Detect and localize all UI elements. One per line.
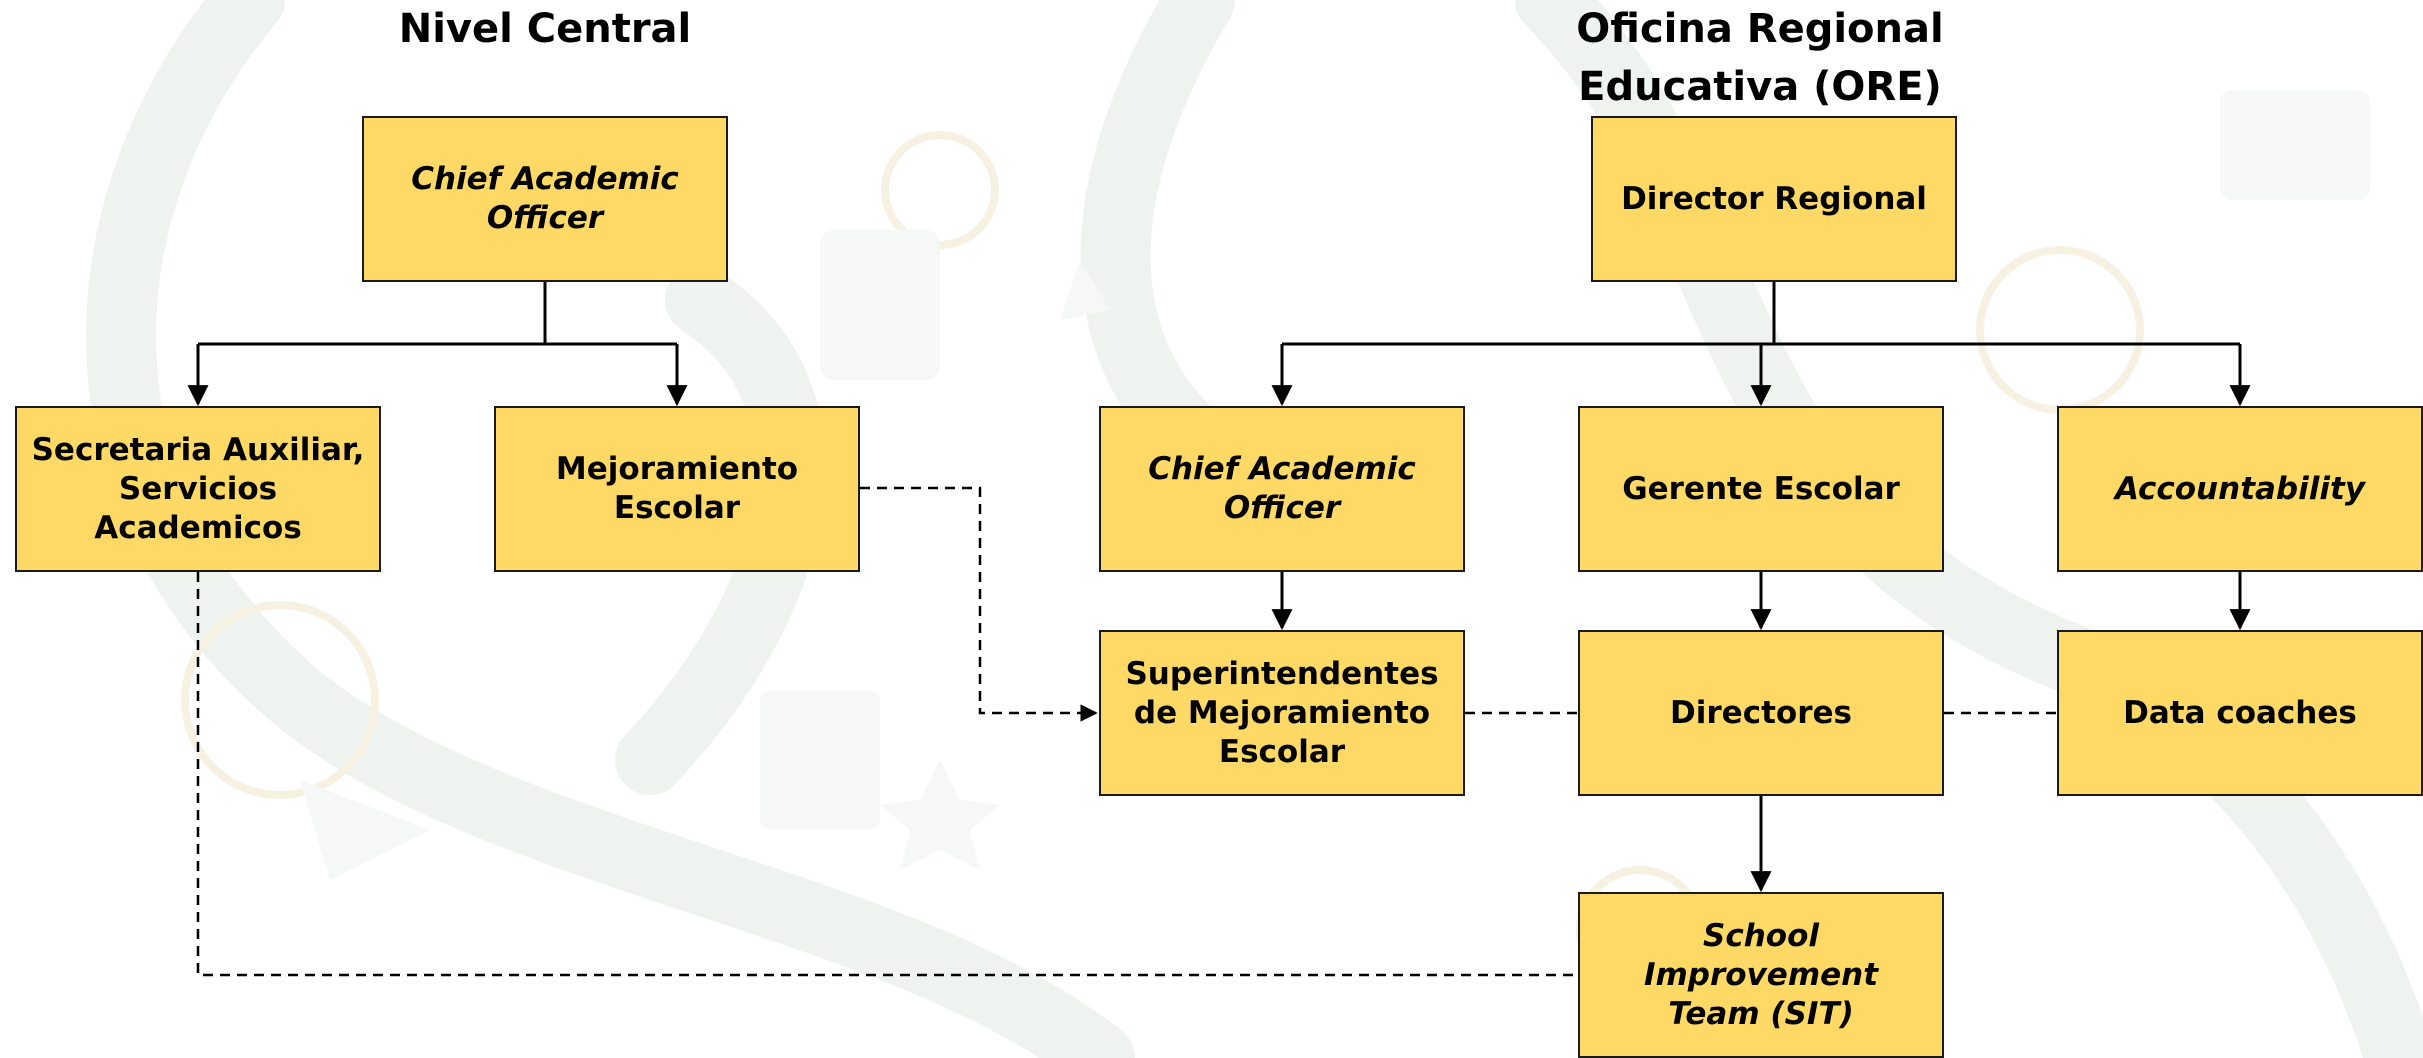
node-director-regional: Director Regional [1591, 116, 1957, 282]
node-school-improvement-team: School Improvement Team (SIT) [1578, 892, 1944, 1058]
node-gerente-escolar: Gerente Escolar [1578, 406, 1944, 572]
node-secretaria-auxiliar: Secretaria Auxiliar, Servicios Academico… [15, 406, 381, 572]
node-central-chief-academic-officer: Chief Academic Officer [362, 116, 728, 282]
node-regional-chief-academic-officer: Chief Academic Officer [1099, 406, 1465, 572]
node-data-coaches: Data coaches [2057, 630, 2423, 796]
heading-oficina-regional: Oficina Regional Educativa (ORE) [1576, 6, 1944, 110]
node-superintendentes: Superintendentes de Mejoramiento Escolar [1099, 630, 1465, 796]
node-mejoramiento-escolar: Mejoramiento Escolar [494, 406, 860, 572]
heading-nivel-central: Nivel Central [398, 6, 692, 52]
dashed-mejoramiento-to-superintendentes [860, 486, 1098, 722]
node-directores: Directores [1578, 630, 1944, 796]
node-accountability: Accountability [2057, 406, 2423, 572]
